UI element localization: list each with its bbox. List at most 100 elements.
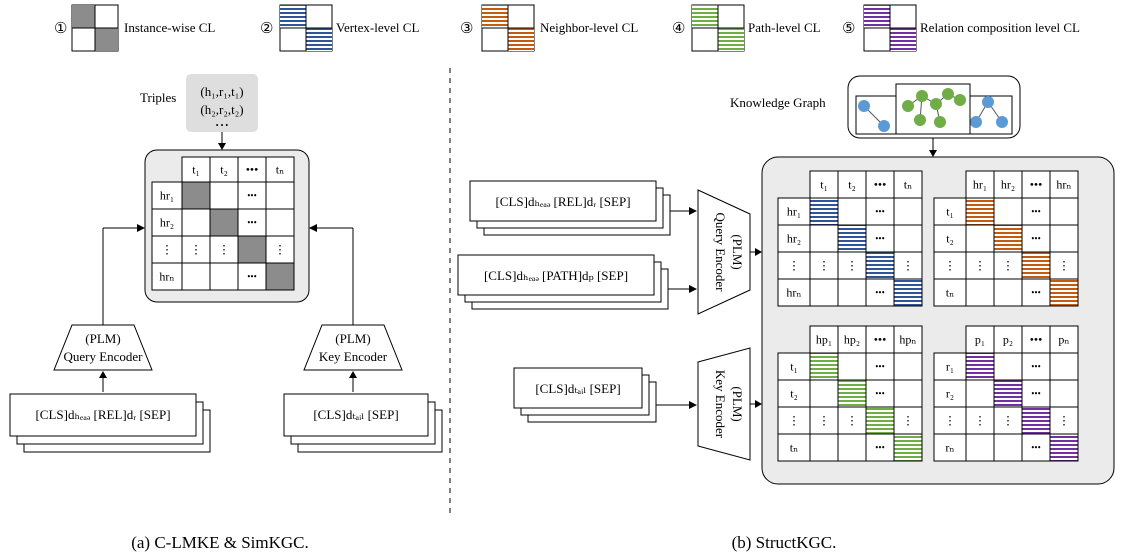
relation-matrix-row-header <box>933 379 967 408</box>
legend-label-5: Relation composition level CL <box>920 20 1080 35</box>
left-query-name: Query Encoder <box>63 349 143 364</box>
neighbor-matrix-dots-h: ••• <box>1031 234 1040 244</box>
legend-num-1: ① <box>54 21 67 37</box>
left-query-input: [CLS]dₕₑₐₔ [REL]dᵣ [SEP] <box>35 407 170 422</box>
path-matrix-positive-cell <box>865 406 895 435</box>
left-matrix-row-header <box>151 208 183 237</box>
right-query-plm: (PLM) <box>730 234 745 269</box>
vertex-matrix-positive-cell <box>893 278 923 307</box>
right-caption: (b) StructKGC. <box>732 533 837 552</box>
path-matrix-col-label: hpₙ <box>899 333 916 347</box>
left-matrix-cell <box>265 235 295 264</box>
path-matrix-col-label: hp₂ <box>844 333 860 347</box>
vertex-matrix-col-label: ••• <box>874 178 887 192</box>
left-matrix-cell <box>237 208 267 237</box>
path-matrix-col-label: ••• <box>874 333 887 347</box>
vertex-matrix-col-header <box>809 170 839 199</box>
left-key-name: Key Encoder <box>319 349 388 364</box>
relation-matrix-dots-v: ⋮ <box>974 414 986 428</box>
left-matrix-positive-cell <box>237 235 267 264</box>
left-matrix-cell <box>181 262 211 291</box>
left-matrix-positive-cell <box>265 262 295 291</box>
neighbor-matrix-positive-cell <box>1049 278 1079 307</box>
relation-matrix-row-label: rₙ <box>945 441 954 455</box>
kg-label: Knowledge Graph <box>730 95 826 110</box>
path-matrix-row-header <box>777 352 811 381</box>
neighbor-matrix-col-label: ••• <box>1030 178 1043 192</box>
right-key-plm: (PLM) <box>730 386 745 421</box>
path-matrix-cell <box>837 406 867 435</box>
vertex-matrix-dots-h: ••• <box>875 207 884 217</box>
left-matrix-row-label: ⋮ <box>161 243 173 257</box>
legend-num-2: ② <box>260 21 273 37</box>
vertex-matrix-cell <box>809 224 839 253</box>
vertex-matrix-cell <box>809 251 839 280</box>
vertex-matrix-row-header <box>777 251 811 280</box>
neighbor-matrix-row-header <box>933 197 967 226</box>
path-matrix-cell <box>865 379 895 408</box>
path-matrix-positive-cell <box>837 379 867 408</box>
arrow-query-to-matrix <box>137 224 145 232</box>
path-matrix-cell <box>809 379 839 408</box>
vertex-matrix-row-label: hrₙ <box>786 286 801 300</box>
path-matrix-positive-cell <box>809 352 839 381</box>
path-matrix-cell <box>837 433 867 462</box>
neighbor-matrix-col-header <box>965 170 995 199</box>
left-matrix-dots-h: ••• <box>247 218 256 228</box>
left-matrix-col-label: t₂ <box>220 163 228 177</box>
left-matrix-cell <box>265 208 295 237</box>
path-matrix-cell <box>893 406 923 435</box>
vertex-matrix-cell <box>893 251 923 280</box>
left-matrix-dots-h: ••• <box>247 191 256 201</box>
path-matrix-dots-v: ⋮ <box>846 414 858 428</box>
legend-label-2: Vertex-level CL <box>336 20 419 35</box>
relation-matrix-col-label: ••• <box>1030 333 1043 347</box>
neighbor-matrix-dots-h: ••• <box>1031 207 1040 217</box>
left-query-encoder <box>53 324 153 371</box>
relation-matrix-dots-h: ••• <box>1031 389 1040 399</box>
right-query-encoder <box>697 189 751 315</box>
neighbor-matrix-col-header <box>993 170 1023 199</box>
triple-dots: • • • <box>216 121 229 130</box>
neighbor-matrix-cell <box>1021 224 1051 253</box>
right-input-path: [CLS]dₕₑₐₔ [PATH]dₚ [SEP] <box>484 268 628 283</box>
neighbor-matrix-cell <box>965 278 995 307</box>
neighbor-matrix-positive-cell <box>1021 251 1051 280</box>
neighbor-matrix-cell <box>1049 197 1079 226</box>
vertex-matrix-col-label: t₂ <box>848 178 856 192</box>
relation-matrix-cell <box>993 433 1023 462</box>
relation-matrix-cell <box>1049 352 1079 381</box>
left-matrix-col-header <box>237 156 267 183</box>
neighbor-matrix-cell <box>993 251 1023 280</box>
triple-2: (h₂,r₂,t₂) <box>200 102 243 117</box>
neighbor-matrix-row-label: t₁ <box>946 205 954 219</box>
legend-num-4: ④ <box>672 21 685 37</box>
path-matrix-row-header <box>777 379 811 408</box>
legend-icon-neighbor <box>481 4 535 52</box>
neighbor-matrix-dots-h: ••• <box>1031 288 1040 298</box>
path-matrix-cell <box>893 379 923 408</box>
left-key-plm: (PLM) <box>335 331 370 346</box>
path-matrix-row-header <box>777 433 811 462</box>
left-key-encoder <box>303 324 403 371</box>
neighbor-matrix-row-label: t₂ <box>946 232 954 246</box>
relation-matrix-positive-cell <box>965 352 995 381</box>
legend-label-4: Path-level CL <box>748 20 821 35</box>
relation-matrix-cell <box>965 433 995 462</box>
relation-matrix-cell <box>1049 379 1079 408</box>
relation-matrix-row-label: ⋮ <box>944 414 956 428</box>
left-key-input: [CLS]dₜₐᵢₗ [SEP] <box>313 407 398 422</box>
legend-num-5: ⑤ <box>842 21 855 37</box>
left-matrix-positive-cell <box>209 208 239 237</box>
path-matrix-cell <box>865 352 895 381</box>
right-input-rel: [CLS]dₕₑₐₔ [REL]dᵣ [SEP] <box>495 194 630 209</box>
relation-matrix-col-label: pₙ <box>1058 333 1069 347</box>
vertex-matrix-col-label: tₙ <box>904 178 913 192</box>
legend-icon-relation <box>863 4 917 52</box>
vertex-matrix-row-label: ⋮ <box>788 259 800 273</box>
path-matrix-dots-v: ⋮ <box>818 414 830 428</box>
vertex-matrix-dots-h: ••• <box>875 234 884 244</box>
legend: ① Instance-wise CL ② Vertex-level CL ③ N… <box>54 4 1080 52</box>
left-matrix-dots-v: ⋮ <box>274 243 286 257</box>
relation-matrix-dots-h: ••• <box>1031 362 1040 372</box>
